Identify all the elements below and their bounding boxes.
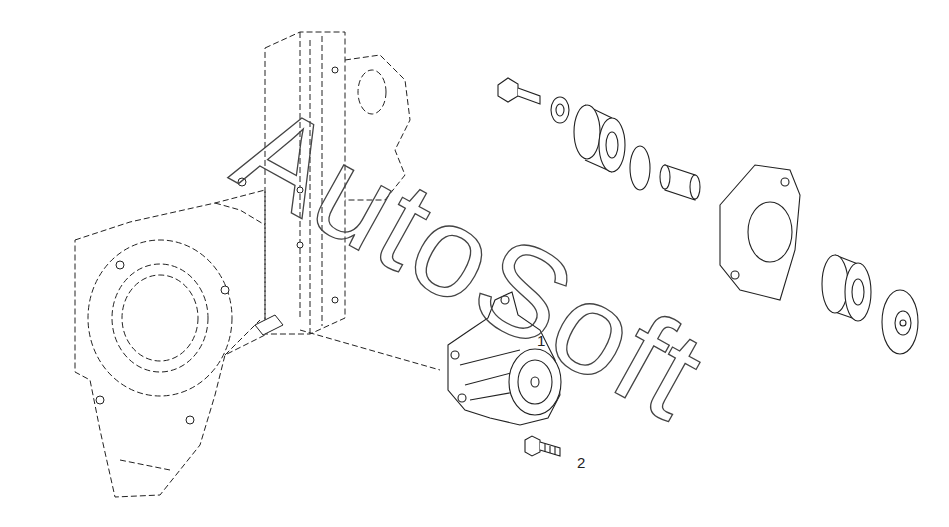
callout-number: 1: [537, 333, 545, 348]
callout-number: 2: [577, 455, 585, 470]
pump-bolt: [525, 436, 560, 456]
